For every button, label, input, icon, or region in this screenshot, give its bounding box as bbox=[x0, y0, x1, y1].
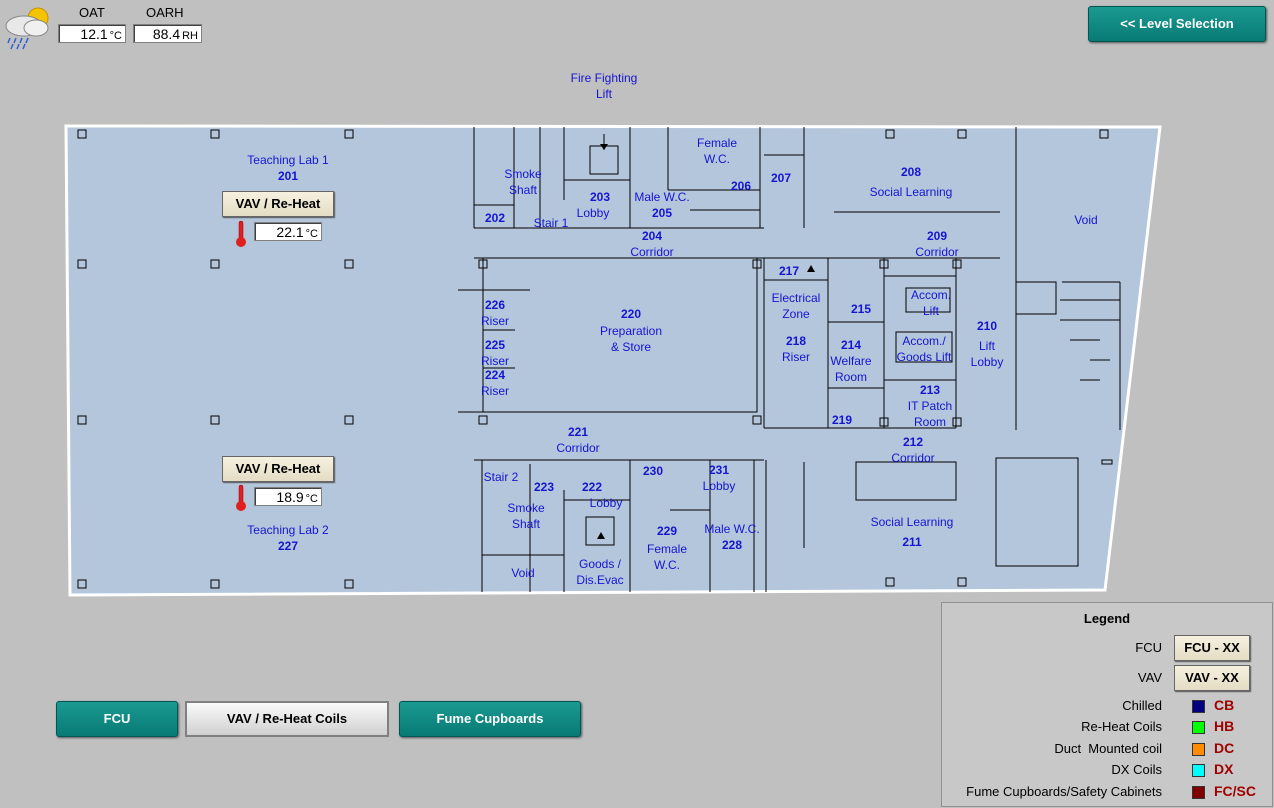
oat-label: OAT bbox=[79, 5, 105, 20]
legend-swatch-chilled bbox=[1192, 700, 1205, 713]
temp-readout-227: 18.9°C bbox=[254, 487, 322, 506]
oarh-unit: RH bbox=[182, 30, 198, 42]
legend-panel: Legend FCU FCU - XX VAV VAV - XX Chilled… bbox=[941, 602, 1273, 807]
legend-swatch-reheat bbox=[1192, 721, 1205, 734]
oarh-label: OARH bbox=[146, 5, 184, 20]
legend-vav-label: VAV bbox=[1137, 670, 1162, 685]
fcu-button[interactable]: FCU bbox=[56, 701, 178, 737]
room-goods-evac: Goods /Dis.Evac bbox=[576, 557, 624, 587]
weather-icon bbox=[2, 2, 56, 52]
legend-item-label: Re-Heat Coils bbox=[1081, 719, 1162, 734]
legend-code: DC bbox=[1214, 740, 1235, 756]
legend-item-label: DX Coils bbox=[1111, 762, 1162, 777]
room-206: 206 bbox=[730, 179, 752, 193]
room-219: 219 bbox=[831, 413, 853, 427]
room-stair-2: Stair 2 bbox=[483, 470, 519, 484]
room-228: Male W.C.228 bbox=[704, 522, 760, 552]
room-void-north: Void bbox=[1074, 213, 1098, 227]
arrow-icon bbox=[597, 532, 605, 539]
room-217: 217 bbox=[778, 264, 800, 278]
legend-swatch-fume bbox=[1192, 786, 1205, 799]
level-selection-button[interactable]: << Level Selection bbox=[1088, 6, 1266, 42]
vav-reheat-button-201[interactable]: VAV / Re-Heat bbox=[222, 191, 334, 217]
temp-unit: °C bbox=[305, 228, 318, 240]
room-void-south: Void bbox=[511, 566, 535, 580]
legend-item-label: Duct Mounted coil bbox=[1054, 741, 1162, 756]
legend-item-label: Chilled bbox=[1122, 698, 1162, 713]
thermometer-icon bbox=[234, 484, 248, 512]
vav-reheat-coils-button[interactable]: VAV / Re-Heat Coils bbox=[185, 701, 389, 737]
temp-readout-201: 22.1°C bbox=[254, 222, 322, 241]
vav-reheat-button-227[interactable]: VAV / Re-Heat bbox=[222, 456, 334, 482]
room-accom-goods-lift: Accom./Goods Lift bbox=[896, 334, 952, 364]
arrow-icon bbox=[807, 265, 815, 272]
legend-title: Legend bbox=[1083, 611, 1131, 626]
room-202: 202 bbox=[484, 211, 506, 225]
room-207: 207 bbox=[770, 171, 792, 185]
room-223: 223 bbox=[533, 480, 555, 494]
legend-swatch-duct bbox=[1192, 743, 1205, 756]
temp-value: 18.9 bbox=[276, 489, 304, 505]
legend-vav-button: VAV - XX bbox=[1174, 665, 1250, 691]
sensor-markers bbox=[77, 129, 1113, 589]
legend-code: FC/SC bbox=[1214, 783, 1256, 799]
legend-fcu-label: FCU bbox=[1135, 640, 1162, 655]
room-accom-lift: Accom.Lift bbox=[910, 288, 952, 318]
legend-swatch-dx bbox=[1192, 764, 1205, 777]
legend-fcu-button: FCU - XX bbox=[1174, 635, 1250, 661]
oat-number: 12.1 bbox=[80, 26, 108, 42]
room-stair-1: Stair 1 bbox=[533, 216, 569, 230]
legend-code: DX bbox=[1214, 761, 1234, 777]
room-230: 230 bbox=[642, 464, 664, 478]
legend-code: CB bbox=[1214, 697, 1235, 713]
oat-value: 12.1°C bbox=[58, 24, 126, 43]
oat-unit: °C bbox=[109, 30, 122, 42]
fume-cupboards-button[interactable]: Fume Cupboards bbox=[399, 701, 581, 737]
room-215: 215 bbox=[850, 302, 872, 316]
thermometer-icon bbox=[234, 220, 248, 248]
legend-item-label: Fume Cupboards/Safety Cabinets bbox=[966, 784, 1162, 799]
temp-unit: °C bbox=[305, 493, 318, 505]
temp-value: 22.1 bbox=[276, 224, 304, 240]
floor-outline bbox=[64, 124, 1162, 597]
arrow-icon bbox=[600, 144, 608, 150]
oarh-number: 88.4 bbox=[152, 26, 181, 42]
room-205: Male W.C.205 bbox=[634, 190, 690, 220]
legend-code: HB bbox=[1214, 718, 1235, 734]
